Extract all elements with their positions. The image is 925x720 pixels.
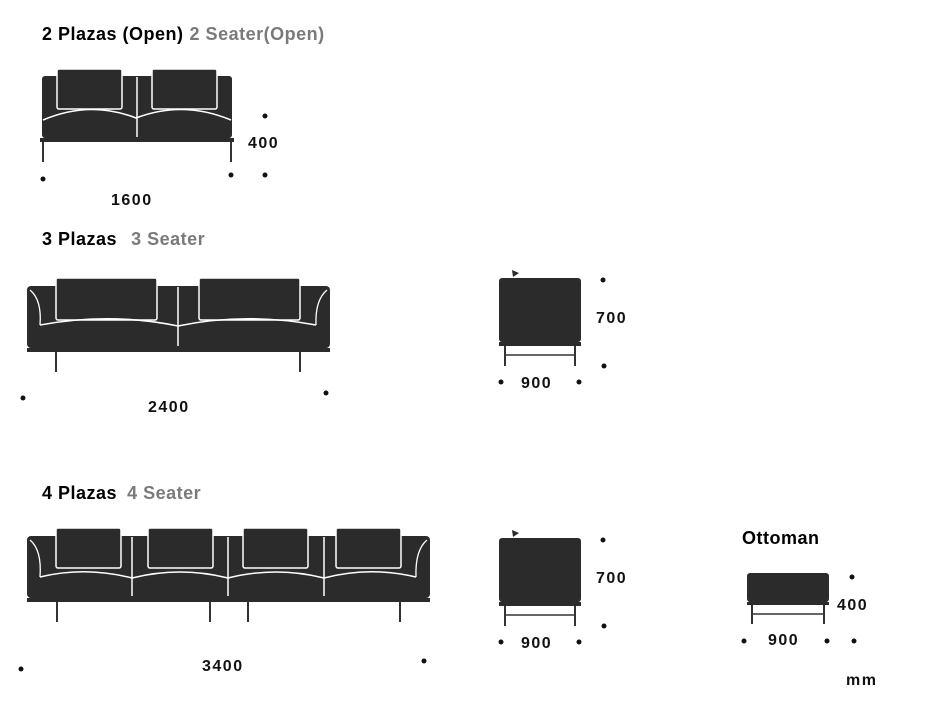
four-seater-side-view	[499, 530, 581, 626]
three-seater-width-label: 2400	[148, 399, 190, 416]
title-en: 3 Seater	[131, 229, 206, 249]
four-seater-front-view	[27, 527, 430, 622]
section-title-two-seater: 2 Plazas (Open)2 Seater(Open)	[42, 24, 325, 45]
title-es: 3 Plazas	[42, 229, 118, 249]
four-seater-side-width-label: 900	[521, 635, 553, 652]
three-seater-side-view	[499, 270, 581, 366]
section-title-three-seater: 3 Plazas 3 Seater	[42, 229, 205, 250]
title-es: 2 Plazas (Open)	[42, 24, 184, 44]
title-es: 4 Plazas	[42, 483, 118, 503]
section-title-four-seater: 4 Plazas 4 Seater	[42, 483, 201, 504]
title-en: 2 Seater(Open)	[189, 24, 325, 44]
two-seater-width-label: 1600	[111, 192, 153, 209]
three-seater-side-width-label: 900	[521, 375, 553, 392]
four-seater-width-label: 3400	[202, 658, 244, 675]
three-seater-side-height-label: 700	[596, 310, 628, 327]
two-seater-front-view	[40, 68, 234, 162]
title-en: 4 Seater	[127, 483, 202, 503]
three-seater-front-view	[27, 277, 330, 372]
two-seater-height-label: 400	[248, 135, 280, 152]
ottoman-width-label: 900	[768, 632, 800, 649]
unit-label: mm	[846, 672, 878, 689]
ottoman-title: Ottoman	[742, 528, 820, 548]
ottoman-height-label: 400	[837, 597, 869, 614]
four-seater-side-height-label: 700	[596, 570, 628, 587]
ottoman-drawing	[747, 573, 829, 624]
